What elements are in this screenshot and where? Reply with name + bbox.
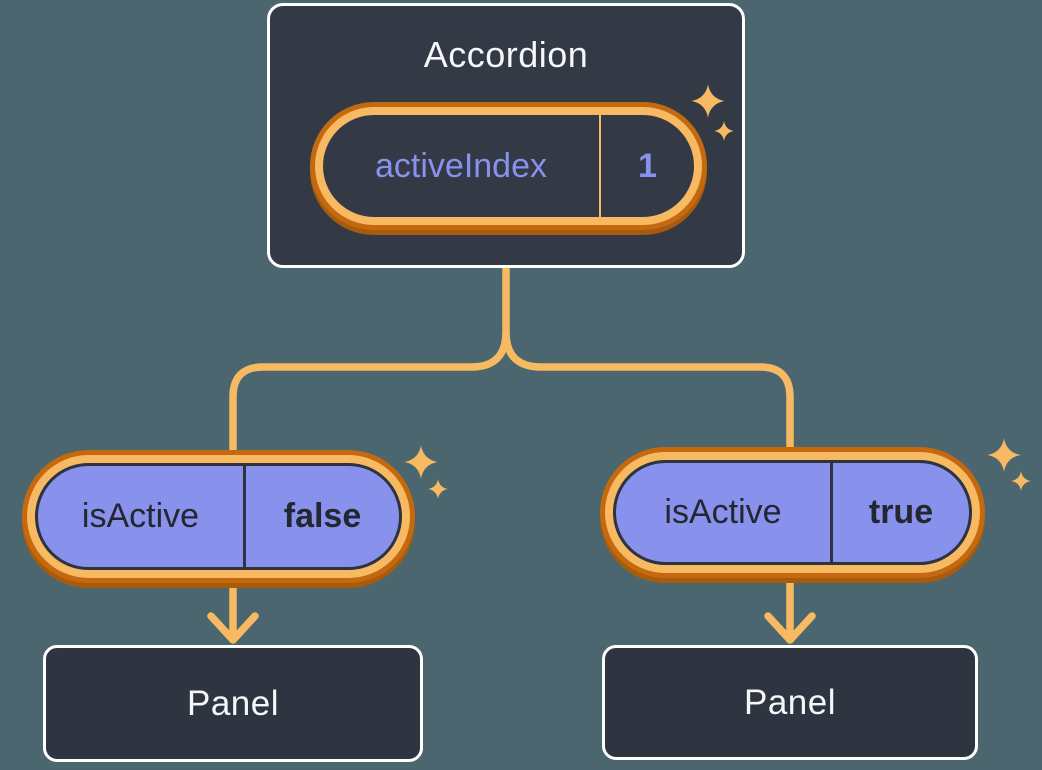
state-pill-row: isActive false — [35, 463, 402, 570]
sparkle-icon — [691, 84, 725, 118]
state-label: isActive — [664, 493, 782, 531]
panel-title: Panel — [186, 683, 280, 723]
state-value: false — [283, 497, 362, 535]
panel-title: Panel — [743, 682, 837, 722]
panel-box-left: Panel — [43, 645, 423, 762]
state-label: isActive — [81, 497, 200, 535]
state-value: true — [868, 493, 934, 531]
sparkle-icon — [428, 479, 448, 499]
state-label: activeIndex — [375, 146, 547, 185]
accordion-title: Accordion — [423, 34, 589, 75]
pill-divider — [243, 466, 246, 567]
sparkle-icon — [404, 445, 438, 479]
state-pill-row: isActive true — [613, 460, 972, 565]
state-pill-row: activeIndex 1 — [323, 115, 694, 217]
sparkle-icon — [987, 438, 1021, 472]
pill-divider — [599, 115, 601, 217]
pill-divider — [830, 463, 833, 562]
sparkle-icon — [1011, 471, 1031, 491]
connector-left-branch — [229, 263, 510, 643]
panel-box-right: Panel — [602, 645, 978, 760]
state-pill-active-index: activeIndex 1 — [315, 107, 702, 225]
connector-right-branch — [502, 328, 794, 643]
sparkle-icon — [714, 121, 734, 141]
arrowhead-left — [207, 612, 259, 644]
state-pill-is-active-right: isActive true — [605, 452, 980, 573]
state-value: 1 — [638, 146, 657, 185]
state-pill-is-active-left: isActive false — [27, 455, 410, 578]
arrowhead-right — [764, 612, 816, 644]
